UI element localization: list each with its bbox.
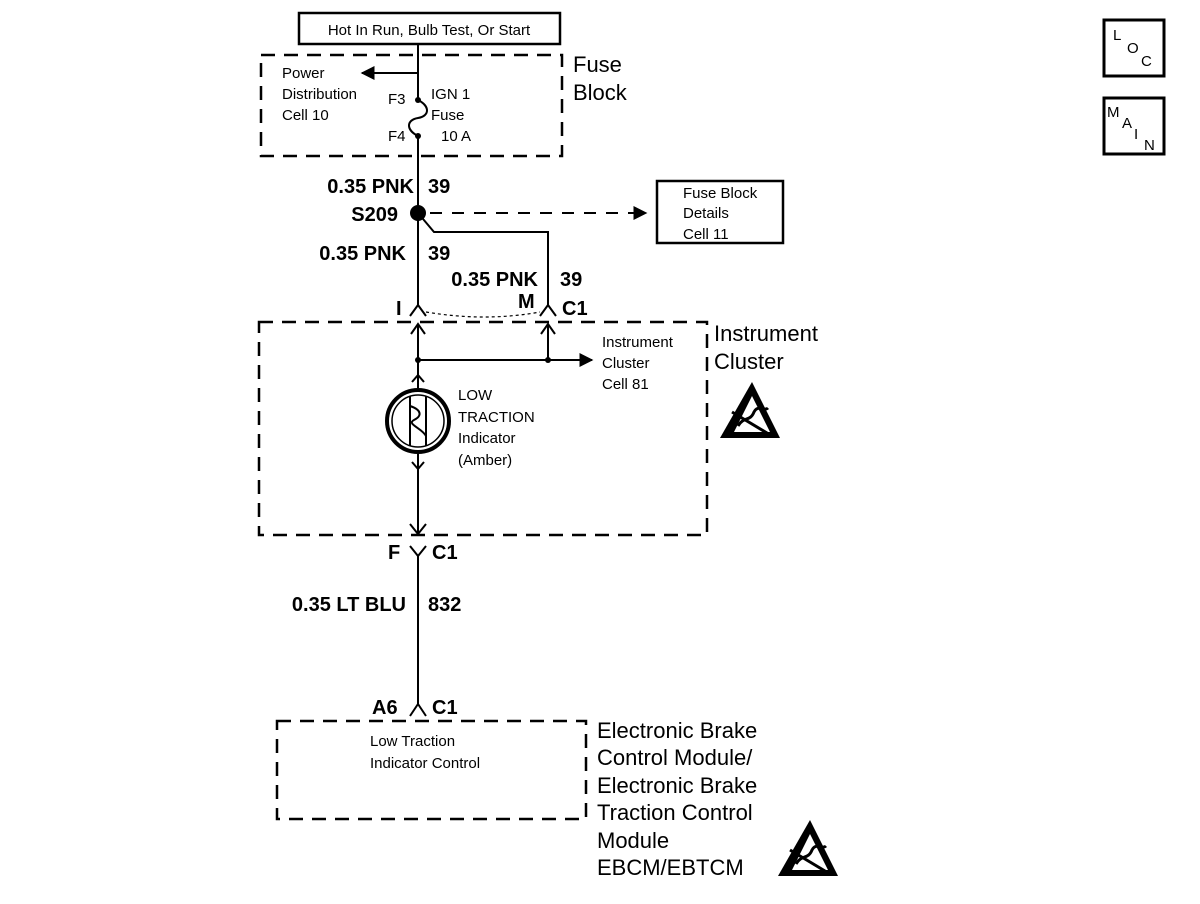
- ic-bottom-pin-f: F: [388, 542, 400, 564]
- fuse-block-title-2: Block: [573, 80, 628, 105]
- main-letter-i: I: [1134, 126, 1138, 143]
- wire1-spec: 0.35 PNK: [327, 176, 414, 198]
- main-letter-a: A: [1122, 115, 1132, 132]
- ic-title-2: Cluster: [714, 349, 784, 374]
- fuse-details-line2: Details: [683, 205, 729, 222]
- ebcm-connector-c1: C1: [432, 697, 458, 719]
- fuse-block: Fuse Block Power Distribution Cell 10 IG…: [259, 44, 628, 158]
- wire2-spec: 0.35 PNK: [319, 243, 406, 265]
- main-button[interactable]: M A I N: [1102, 96, 1166, 156]
- pdc-label-2: Distribution: [282, 86, 357, 103]
- ebcm-title-4: Traction Control: [597, 800, 753, 825]
- ebcm-inner-line2: Indicator Control: [370, 755, 480, 772]
- indicator-line1: LOW: [458, 387, 493, 404]
- wire2-circuit: 39: [428, 243, 450, 265]
- ic-title-1: Instrument: [714, 321, 818, 346]
- ic-ref-line1: Instrument: [602, 334, 674, 351]
- wire-832: F C1 0.35 LT BLU 832 A6 C1: [292, 542, 461, 719]
- fuse-label-1: IGN 1: [431, 86, 470, 103]
- fuse-pin-f4: F4: [388, 128, 406, 145]
- splice-label: S209: [351, 204, 398, 226]
- ic-pin-m: M: [518, 291, 535, 313]
- splice-s209: S209: [351, 204, 648, 226]
- fuse-pin-f3: F3: [388, 91, 406, 108]
- fuse-block-title-1: Fuse: [573, 52, 622, 77]
- main-letter-m: M: [1107, 104, 1120, 121]
- indicator-line3: Indicator: [458, 430, 516, 447]
- ebcm-module: Low Traction Indicator Control Electroni…: [275, 718, 757, 880]
- ebcm-title-3: Electronic Brake: [597, 773, 757, 798]
- fuse-details-line1: Fuse Block: [683, 185, 758, 202]
- fuse-icon: [408, 99, 428, 137]
- ebcm-title-1: Electronic Brake: [597, 718, 757, 743]
- fuse-details-line3: Cell 11: [683, 226, 729, 243]
- power-source-label: Hot In Run, Bulb Test, Or Start: [297, 11, 562, 46]
- ic-connector-c1: C1: [562, 298, 588, 320]
- ic-pin-i: I: [396, 298, 402, 320]
- loc-letter-o: O: [1127, 40, 1139, 57]
- fuse-label-3: 10 A: [441, 128, 471, 145]
- ebcm-title-5: Module: [597, 828, 669, 853]
- loc-letter-c: C: [1141, 53, 1152, 70]
- wire-39-upper: 0.35 PNK 39: [327, 136, 450, 213]
- ebcm-title-6: EBCM/EBTCM: [597, 855, 744, 880]
- ebcm-title-2: Control Module/: [597, 745, 753, 770]
- ebcm-inner-line1: Low Traction: [370, 733, 455, 750]
- esd-warning-icon-ebcm: [778, 820, 838, 876]
- esd-warning-icon: [720, 382, 780, 438]
- ic-ref-line3: Cell 81: [602, 376, 649, 393]
- pdc-label-1: Power: [282, 65, 325, 82]
- ic-bottom-connector: C1: [432, 542, 458, 564]
- ic-ref-line2: Cluster: [602, 355, 650, 372]
- fuse-label-2: Fuse: [431, 107, 464, 124]
- instrument-cluster: Instrument Cluster Instrument Cluster Ce…: [257, 320, 818, 537]
- indicator-line4: (Amber): [458, 452, 512, 469]
- wire4-spec: 0.35 LT BLU: [292, 594, 406, 616]
- power-source-text: Hot In Run, Bulb Test, Or Start: [328, 22, 531, 39]
- wire4-circuit: 832: [428, 594, 461, 616]
- low-traction-bulb-icon: [385, 388, 451, 454]
- ebcm-pin-a6: A6: [372, 697, 398, 719]
- wire3-circuit: 39: [560, 269, 582, 291]
- fuse-block-details-link[interactable]: Fuse Block Details Cell 11: [655, 179, 785, 245]
- wire-39-lower: 0.35 PNK 39 0.35 PNK 39 I M C1: [319, 212, 588, 320]
- wire1-circuit: 39: [428, 176, 450, 198]
- wire3-spec: 0.35 PNK: [451, 269, 538, 291]
- loc-button[interactable]: L O C: [1102, 18, 1166, 78]
- pdc-label-3: Cell 10: [282, 107, 329, 124]
- indicator-line2: TRACTION: [458, 409, 535, 426]
- main-letter-n: N: [1144, 137, 1155, 154]
- loc-letter-l: L: [1113, 27, 1121, 44]
